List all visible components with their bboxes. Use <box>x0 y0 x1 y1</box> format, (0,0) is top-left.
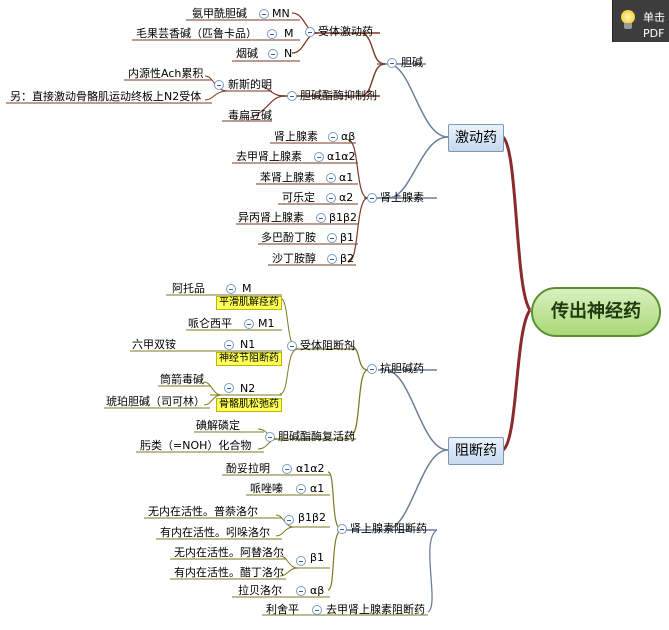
node-dobutamine[interactable]: 多巴酚丁胺 <box>261 231 316 244</box>
lightbulb-icon <box>621 10 635 24</box>
node-prazosin[interactable]: 哌唑嗪 <box>250 482 283 495</box>
tag-smooth-relaxant[interactable]: 平滑肌解痉药 <box>216 296 282 310</box>
node-atropine-receptor[interactable]: M <box>242 282 252 295</box>
node-epi[interactable]: 肾上腺素 <box>274 130 318 143</box>
collapse-icon[interactable] <box>214 80 224 90</box>
node-adrenal[interactable]: 肾上腺素 <box>380 191 424 204</box>
node-pralidoxime[interactable]: 碘解磷定 <box>196 419 240 432</box>
node-dobutamine-receptor[interactable]: β1 <box>340 231 355 244</box>
node-b12-none[interactable]: 无内在活性。普萘洛尔 <box>148 505 258 518</box>
node-norepi-blocker[interactable]: 去甲肾上腺素阻断药 <box>326 603 425 616</box>
node-norepi-receptor[interactable]: α1α2 <box>327 150 356 163</box>
collapse-icon[interactable] <box>224 383 234 393</box>
node-norepi[interactable]: 去甲肾上腺素 <box>236 150 302 163</box>
collapse-icon[interactable] <box>296 556 306 566</box>
node-m-drug[interactable]: 毛果芸香碱（匹鲁卡品） <box>136 27 257 40</box>
collapse-icon[interactable] <box>244 319 254 329</box>
collapse-icon[interactable] <box>296 586 306 596</box>
collapse-icon[interactable] <box>314 152 324 162</box>
node-phentolamine[interactable]: 酚妥拉明 <box>226 462 270 475</box>
collapse-icon[interactable] <box>287 91 297 101</box>
collapse-icon[interactable] <box>337 524 347 534</box>
node-hexamethonium-receptor[interactable]: N1 <box>240 338 256 351</box>
pdf-hint-line1: 单击 <box>643 11 665 24</box>
node-b12-has[interactable]: 有内在活性。吲哚洛尔 <box>160 526 270 539</box>
collapse-icon[interactable] <box>282 464 292 474</box>
node-epi-receptor[interactable]: αβ <box>341 130 356 143</box>
node-m-label[interactable]: M <box>284 27 294 40</box>
node-neostigmine[interactable]: 新斯的明 <box>228 78 272 91</box>
node-pirenzepine-receptor[interactable]: M1 <box>258 317 275 330</box>
node-hexamethonium[interactable]: 六甲双铵 <box>132 338 176 351</box>
node-isoprenaline-receptor[interactable]: β1β2 <box>329 211 358 224</box>
node-reserpine[interactable]: 利舍平 <box>266 603 299 616</box>
root-node[interactable]: 传出神经药 <box>531 287 661 337</box>
tag-skeletal-relaxant[interactable]: 骨骼肌松弛药 <box>216 398 282 412</box>
node-b1-has[interactable]: 有内在活性。醋丁洛尔 <box>174 566 284 579</box>
pdf-hint-line2: PDF <box>643 27 665 40</box>
node-receptor-agonist[interactable]: 受体激动药 <box>318 25 373 38</box>
collapse-icon[interactable] <box>387 58 397 68</box>
collapse-icon[interactable] <box>268 49 278 59</box>
collapse-icon[interactable] <box>327 233 337 243</box>
node-labetalol[interactable]: 拉贝洛尔 <box>238 584 282 597</box>
collapse-icon[interactable] <box>367 193 377 203</box>
node-salbutamol-receptor[interactable]: β2 <box>340 252 355 265</box>
collapse-icon[interactable] <box>327 254 337 264</box>
node-tubocurarine[interactable]: 筒箭毒碱 <box>160 373 204 386</box>
collapse-icon[interactable] <box>259 9 269 19</box>
node-prazosin-receptor[interactable]: α1 <box>310 482 325 495</box>
node-cholin[interactable]: 胆碱 <box>401 56 423 69</box>
collapse-icon[interactable] <box>326 173 336 183</box>
collapse-icon[interactable] <box>316 213 326 223</box>
node-atropine[interactable]: 阿托品 <box>172 282 205 295</box>
node-n2-receptor[interactable]: N2 <box>240 382 256 395</box>
pdf-hint-panel[interactable]: 单击 PDF <box>612 0 669 42</box>
collapse-icon[interactable] <box>287 341 297 351</box>
collapse-icon[interactable] <box>367 364 377 374</box>
node-phentolamine-receptor[interactable]: α1α2 <box>296 462 325 475</box>
collapse-icon[interactable] <box>305 27 315 37</box>
collapse-icon[interactable] <box>312 605 322 615</box>
collapse-icon[interactable] <box>326 193 336 203</box>
node-mn-drug[interactable]: 氨甲酰胆碱 <box>192 7 247 20</box>
node-clonidine-receptor[interactable]: α2 <box>339 191 354 204</box>
node-pirenzepine[interactable]: 哌仑西平 <box>188 317 232 330</box>
collapse-icon[interactable] <box>328 132 338 142</box>
node-receptor-blocker[interactable]: 受体阻断剂 <box>300 339 355 352</box>
node-phenylephrine[interactable]: 苯肾上腺素 <box>260 171 315 184</box>
node-anticholinergic[interactable]: 抗胆碱药 <box>380 362 424 375</box>
node-mn-label[interactable]: MN <box>272 7 290 20</box>
collapse-icon[interactable] <box>265 432 275 442</box>
node-ache-reactivator[interactable]: 胆碱酯酶复活药 <box>278 430 355 443</box>
collapse-icon[interactable] <box>284 515 294 525</box>
node-ach-accum[interactable]: 内源性Ach累积 <box>128 67 204 80</box>
collapse-icon[interactable] <box>267 29 277 39</box>
node-salbutamol[interactable]: 沙丁胺醇 <box>272 252 316 265</box>
node-b1-none[interactable]: 无内在活性。阿替洛尔 <box>174 546 284 559</box>
node-adrenergic-blocker[interactable]: 肾上腺素阻断药 <box>350 522 427 535</box>
node-oxime[interactable]: 肟类（=NOH）化合物 <box>140 439 252 452</box>
section-excite[interactable]: 激动药 <box>448 124 504 152</box>
tag-ganglion-blocker[interactable]: 神经节阻断药 <box>216 352 282 366</box>
node-b12-receptor[interactable]: β1β2 <box>298 511 327 524</box>
node-direct-n2[interactable]: 另：直接激动骨骼肌运动终板上N2受体 <box>10 90 202 103</box>
node-phenylephrine-receptor[interactable]: α1 <box>339 171 354 184</box>
node-clonidine[interactable]: 可乐定 <box>282 191 315 204</box>
node-succinylcholine[interactable]: 琥珀胆碱（司可林） <box>106 395 205 408</box>
lightbulb-base <box>624 23 632 29</box>
node-isoprenaline[interactable]: 异丙肾上腺素 <box>238 211 304 224</box>
section-block[interactable]: 阻断药 <box>448 437 504 465</box>
node-n-drug[interactable]: 烟碱 <box>236 47 258 60</box>
collapse-icon[interactable] <box>296 484 306 494</box>
node-physostigmine[interactable]: 毒扁豆碱 <box>228 109 272 122</box>
node-labetalol-receptor[interactable]: αβ <box>310 584 325 597</box>
collapse-icon[interactable] <box>226 284 236 294</box>
node-b1-receptor[interactable]: β1 <box>310 551 325 564</box>
node-ache-inhibitor[interactable]: 胆碱酯酶抑制剂 <box>300 89 377 102</box>
collapse-icon[interactable] <box>224 340 234 350</box>
node-n-label[interactable]: N <box>284 47 293 60</box>
